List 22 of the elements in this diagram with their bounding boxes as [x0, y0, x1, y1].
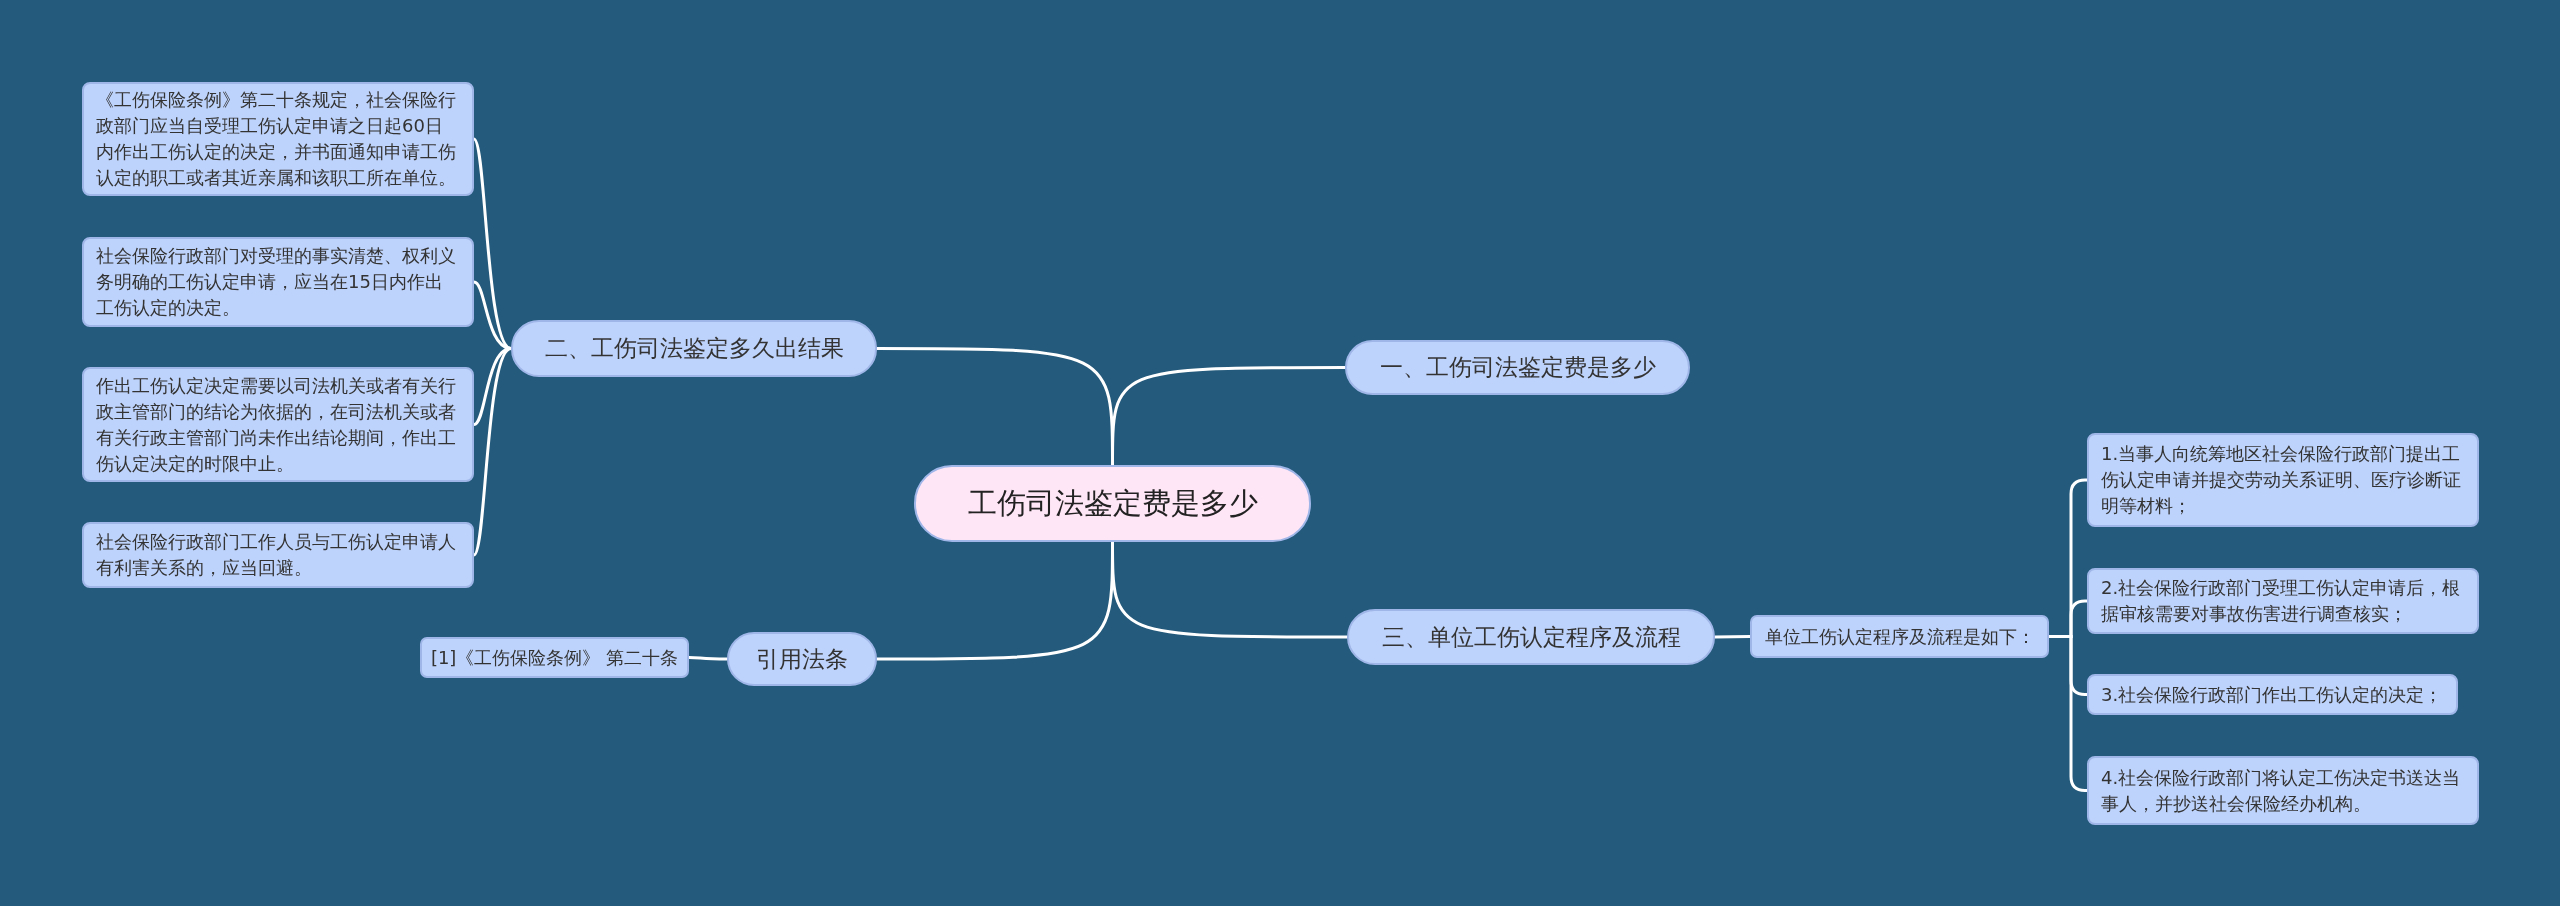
text-card: 1.当事人向统筹地区社会保险行政部门提出工伤认定申请并提交劳动关系证明、医疗诊断证明等材料； — [2087, 433, 2479, 527]
central-topic: 工伤司法鉴定费是多少 — [914, 465, 1311, 542]
connector-line — [1111, 366, 1345, 465]
topic-pill: 引用法条 — [727, 632, 877, 686]
connector-line — [472, 138, 512, 350]
text-card: 社会保险行政部门工作人员与工伤认定申请人有利害关系的，应当回避。 — [82, 522, 474, 588]
subtopic-box: [1]《工伤保险条例》 第二十条 — [420, 637, 689, 678]
connector-line — [1111, 542, 1347, 639]
topic-pill: 三、单位工伤认定程序及流程 — [1347, 609, 1715, 665]
topic-pill: 二、工伤司法鉴定多久出结果 — [511, 320, 877, 377]
connector-line — [689, 656, 727, 661]
connector-line — [472, 347, 512, 556]
text-card: 《工伤保险条例》第二十条规定，社会保险行政部门应当自受理工伤认定申请之日起60日内作出工伤认定的决定，并书面通知申请工伤认定的职工或者其近亲属和该职工所在单位。 — [82, 82, 474, 196]
subtopic-box: 单位工伤认定程序及流程是如下： — [1750, 615, 2049, 658]
text-card: 2.社会保险行政部门受理工伤认定申请后，根据审核需要对事故伤害进行调查核实； — [2087, 568, 2479, 634]
text-card: 社会保险行政部门对受理的事实清楚、权利义务明确的工伤认定申请，应当在15日内作出工伤认定的决定。 — [82, 237, 474, 327]
text-card: 4.社会保险行政部门将认定工伤决定书送达当事人，并抄送社会保险经办机构。 — [2087, 756, 2479, 825]
text-card: 3.社会保险行政部门作出工伤认定的决定； — [2087, 674, 2458, 715]
connector-line — [1714, 635, 1751, 639]
text-card: 作出工伤认定决定需要以司法机关或者有关行政主管部门的结论为依据的，在司法机关或者有关行政主管部门尚未作出结论期间，作出工伤认定决定的时限中止。 — [82, 367, 474, 482]
topic-pill: 一、工伤司法鉴定费是多少 — [1345, 340, 1690, 395]
connector-line — [473, 347, 512, 426]
